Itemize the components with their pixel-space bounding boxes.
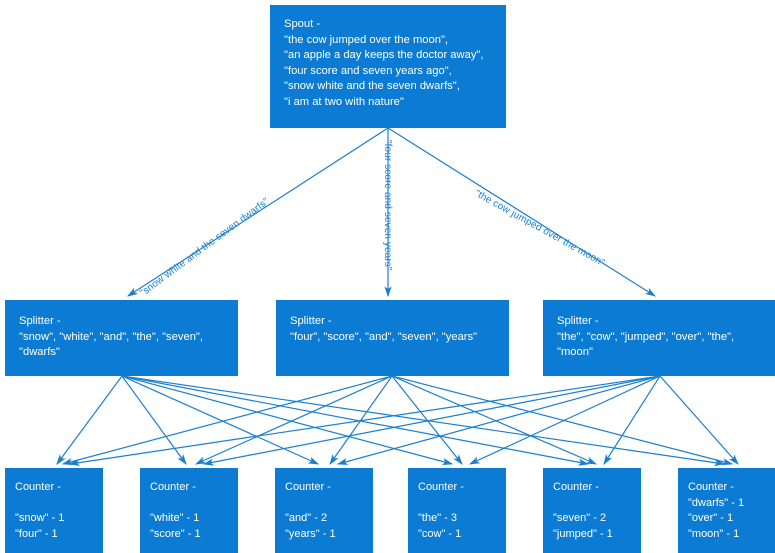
spout-node[interactable]: Spout - "the cow jumped over the moon", … [270, 5, 506, 128]
edge-label-four-score: "four score and seven years" [382, 140, 393, 271]
edge-splitter-3-to-counter-2 [202, 375, 661, 466]
edge-splitter-1-to-counter-3 [121, 375, 320, 465]
edge-splitter-1-to-counter-5 [121, 375, 590, 466]
counter-node-6[interactable]: Counter - "dwarfs" - 1 "over" - 1 "moon"… [678, 468, 775, 553]
counter-node-4[interactable]: Counter - "the" - 3 "cow" - 1 [408, 468, 506, 553]
edge-label-the-cow: "the cow jumped over the moon" [472, 188, 607, 269]
splitter-node-3[interactable]: Splitter - "the", "cow", "jumped", "over… [543, 300, 775, 376]
edge-splitter-1-to-counter-6 [121, 375, 726, 467]
counter-node-1[interactable]: Counter - "snow" - 1 "four" - 1 [5, 468, 103, 553]
edge-splitter-3-to-counter-5 [603, 375, 661, 466]
edge-splitter-3-to-counter-1 [68, 375, 661, 467]
edge-splitter-1-to-counter-4 [121, 375, 454, 466]
edge-splitter-3-to-counter-6 [659, 375, 739, 465]
edge-splitter-2-to-counter-4 [391, 375, 463, 465]
splitter-node-2[interactable]: Splitter - "four", "score", "and", "seve… [276, 300, 509, 376]
edge-splitter-2-to-counter-5 [391, 375, 598, 465]
counter-node-2[interactable]: Counter - "white" - 1 "score" - 1 [140, 468, 238, 553]
edge-splitter-3-to-counter-4 [468, 375, 661, 465]
edge-splitter-2-to-counter-6 [391, 375, 734, 466]
counter-node-5[interactable]: Counter - "seven" - 2 "jumped" - 1 [543, 468, 641, 553]
edge-splitter-1-to-counter-2 [121, 375, 187, 465]
edge-splitter-2-to-counter-2 [194, 375, 393, 465]
edge-splitter-2-to-counter-3 [329, 375, 393, 465]
edge-splitter-3-to-counter-3 [336, 375, 661, 465]
counter-node-3[interactable]: Counter - "and" - 2 "years" - 1 [275, 468, 373, 553]
edge-splitter-1-to-counter-1 [56, 375, 123, 465]
edge-splitter-2-to-counter-1 [61, 375, 393, 465]
edge-label-snow-white: "snow white and the seven dwarfs" [138, 196, 272, 299]
splitter-node-1[interactable]: Splitter - "snow", "white", "and", "the"… [5, 300, 238, 376]
